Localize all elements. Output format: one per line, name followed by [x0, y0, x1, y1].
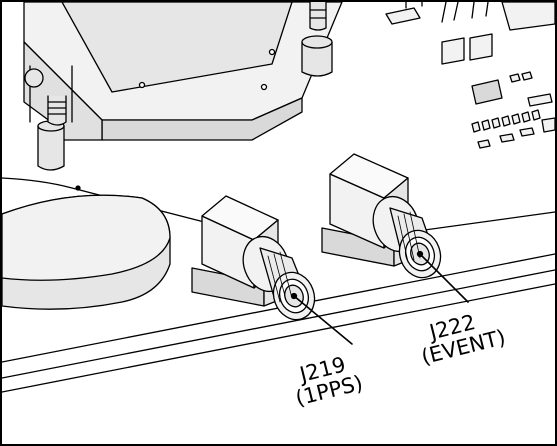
leader-line-j219 [293, 295, 353, 345]
connector-j219 [191, 195, 316, 321]
standoff-left [24, 65, 73, 171]
smd-components [385, 2, 555, 149]
connector-j222 [321, 153, 442, 279]
callout-j219: J219 (1PPS) [293, 352, 365, 410]
callout-j222: J222 (EVENT) [419, 310, 508, 369]
coin-cell [2, 185, 171, 310]
leader-line-j222 [419, 253, 469, 303]
standoff-right [301, 2, 333, 77]
module-assembly [23, 2, 343, 141]
